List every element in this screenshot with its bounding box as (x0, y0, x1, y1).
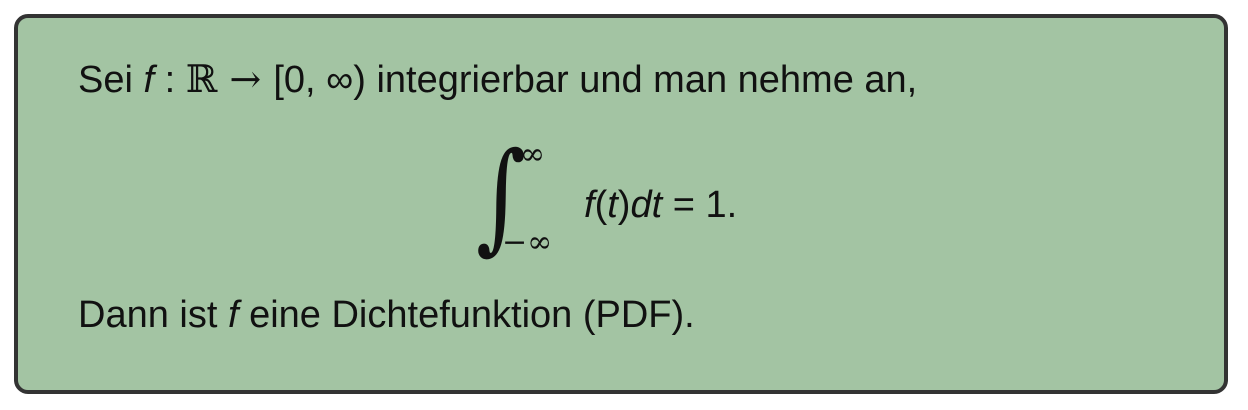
definition-line-3: Dann ist f eine Dichtefunktion (PDF). (78, 296, 695, 334)
equation-rhs: = 1. (662, 184, 738, 226)
integrand-d: d (630, 184, 652, 226)
definition-box: Sei f : ℝ → [0, ∞) integrierbar und man … (14, 14, 1228, 394)
colon: : (154, 59, 186, 101)
integrand-lparen: ( (594, 184, 608, 226)
integrand-t: t (607, 184, 618, 226)
integrand: f(t)dt = 1. (584, 186, 737, 224)
upper-limit: ∞ (520, 137, 545, 172)
arrow-symbol: → (217, 57, 274, 101)
reals-symbol: ℝ (185, 57, 218, 101)
function-symbol: f (143, 59, 155, 101)
integral-formula: ∫ ∞ −∞ f(t)dt = 1. (476, 136, 796, 266)
definition-line-1: Sei f : ℝ → [0, ∞) integrierbar und man … (78, 60, 917, 99)
integrand-t2: t (651, 184, 663, 226)
line3-suffix: eine Dichtefunktion (PDF). (238, 294, 695, 336)
line1-suffix: integrierbar und man nehme an, (365, 59, 918, 101)
integrand-rparen: ) (617, 184, 631, 226)
integral-sign: ∫ (476, 126, 527, 266)
codomain-interval: [0, ∞) (273, 59, 366, 101)
lower-limit: −∞ (502, 225, 553, 260)
integrand-f: f (584, 184, 595, 226)
function-symbol-2: f (227, 294, 239, 336)
line1-prefix: Sei (78, 59, 144, 101)
line3-prefix: Dann ist (78, 294, 228, 336)
